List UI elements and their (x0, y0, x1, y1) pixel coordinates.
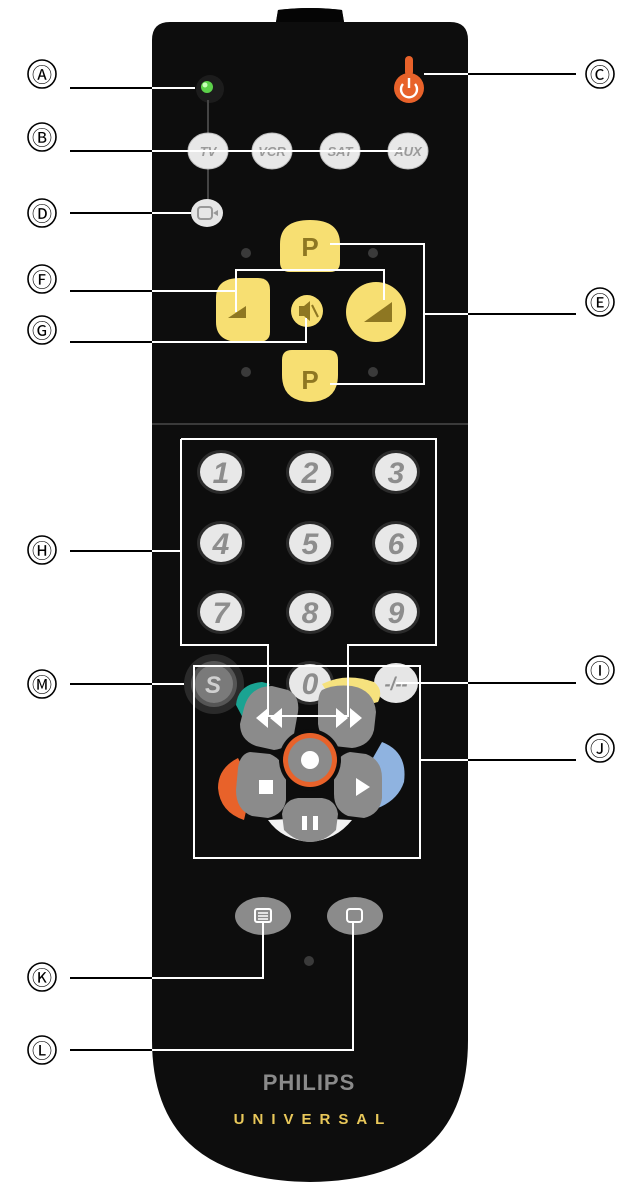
number-key-label: 9 (388, 597, 405, 630)
mute-button[interactable] (291, 295, 323, 327)
callout-program-buttons: Ⓔ (585, 287, 615, 317)
program-up-button[interactable]: P (280, 220, 340, 272)
program-down-button[interactable]: P (282, 350, 338, 402)
callout-source-keys: Ⓑ (27, 122, 57, 152)
callout-letter: Ⓓ (32, 202, 52, 226)
av-button[interactable] (191, 199, 223, 227)
menu-button[interactable] (327, 897, 383, 935)
stop-icon (259, 780, 273, 794)
callout-letter: Ⓛ (32, 1039, 52, 1063)
callout-power-button: Ⓒ (585, 59, 615, 89)
program-up-label: P (301, 232, 318, 262)
power-icon (399, 78, 419, 99)
number-key-3[interactable]: 3 (372, 450, 420, 494)
callout-letter: Ⓜ (32, 673, 52, 697)
decorative-dots (241, 248, 378, 377)
menu-icon (346, 908, 363, 923)
number-key-label: 7 (213, 597, 231, 630)
volume-up-button[interactable] (346, 282, 406, 342)
callout-letter: Ⓕ (32, 268, 52, 292)
setup-button[interactable]: S (184, 654, 244, 714)
number-key-6[interactable]: 6 (372, 521, 420, 565)
av-input-icon (197, 206, 218, 220)
number-key-2[interactable]: 2 (286, 450, 334, 494)
record-button[interactable] (279, 729, 341, 791)
pause-icon-bar-left (302, 816, 307, 830)
number-key-5[interactable]: 5 (286, 521, 334, 565)
stop-button[interactable] (236, 752, 286, 818)
volume-up-icon (364, 302, 392, 322)
brand-logo: PHILIPS (263, 1070, 356, 1095)
callout-playback-keys: Ⓙ (585, 733, 615, 763)
fast-forward-icon (336, 708, 362, 728)
number-key-8[interactable]: 8 (286, 590, 334, 634)
playback-keys (218, 677, 405, 842)
callout-letter: Ⓑ (32, 126, 52, 150)
callout-letter: Ⓔ (590, 291, 610, 315)
decorative-dot-bottom (304, 956, 314, 966)
callout-setup-button: Ⓜ (27, 669, 57, 699)
number-key-7[interactable]: 7 (197, 590, 245, 634)
setup-label: S (205, 672, 221, 699)
number-key-1[interactable]: 1 (197, 450, 245, 494)
record-icon (301, 751, 319, 769)
play-icon (356, 778, 370, 796)
callout-menu-button: Ⓛ (27, 1035, 57, 1065)
number-key-label: 1 (213, 457, 230, 490)
rewind-icon (256, 708, 282, 728)
number-key-label: 0 (302, 668, 319, 701)
callout-letter: Ⓐ (32, 63, 52, 87)
source-key-aux[interactable]: AUX (387, 132, 429, 170)
callout-mute-button: Ⓖ (27, 315, 57, 345)
number-key-4[interactable]: 4 (197, 521, 245, 565)
number-key-label: 2 (301, 457, 319, 490)
callout-letter: Ⓚ (32, 966, 52, 990)
standby-led (196, 75, 224, 103)
callout-standby-led: Ⓐ (27, 59, 57, 89)
play-button[interactable] (334, 752, 382, 818)
callout-letter: Ⓙ (590, 737, 610, 761)
number-key-9[interactable]: 9 (372, 590, 420, 634)
callout-letter: Ⓗ (32, 539, 52, 563)
number-key-label: 8 (302, 597, 319, 630)
callout-volume-buttons: Ⓕ (27, 264, 57, 294)
leader-lines (70, 73, 576, 1051)
number-key-label: 6 (388, 528, 405, 561)
number-key-label: 3 (388, 457, 405, 490)
volume-down-button[interactable] (216, 278, 270, 342)
callout-teletext-button: Ⓚ (27, 962, 57, 992)
callout-letter: Ⓖ (32, 319, 52, 343)
callout-letter: Ⓘ (590, 659, 610, 683)
source-key-label: AUX (393, 144, 423, 159)
callout-digit-entry-button: Ⓘ (585, 655, 615, 685)
number-key-label: 4 (212, 528, 230, 561)
number-key-label: 5 (302, 528, 320, 561)
model-name: UNIVERSAL (234, 1111, 393, 1128)
pause-button[interactable] (282, 798, 338, 842)
callout-labels: Ⓐ Ⓑ Ⓒ Ⓓ Ⓔ Ⓕ Ⓖ Ⓗ Ⓘ Ⓙ Ⓚ Ⓛ Ⓜ (27, 59, 615, 1065)
number-keys: 1 2 3 4 5 6 7 8 9 0 (197, 450, 420, 705)
mute-icon (299, 301, 319, 321)
callout-number-keys: Ⓗ (27, 535, 57, 565)
pause-icon-bar-right (313, 816, 318, 830)
program-down-label: P (301, 365, 318, 395)
callout-letter: Ⓒ (590, 63, 610, 87)
callout-av-button: Ⓓ (27, 198, 57, 228)
power-button[interactable] (394, 56, 424, 103)
rewind-button[interactable] (240, 686, 299, 750)
